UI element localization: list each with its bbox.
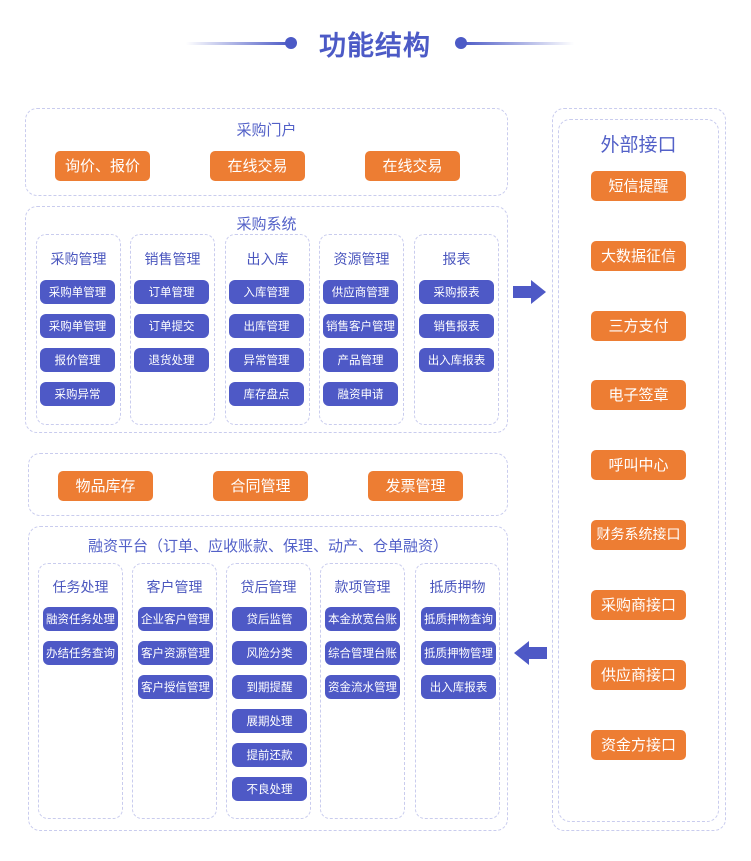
title-decor-line-left xyxy=(186,42,290,45)
principal-ledger-button[interactable]: 本金放宽台账 xyxy=(325,607,400,631)
purchase-report-button[interactable]: 采购报表 xyxy=(419,280,494,304)
column-title: 贷后管理 xyxy=(240,580,297,596)
enterprise-customer-mgmt-button[interactable]: 企业客户管理 xyxy=(138,607,213,631)
return-handling-button[interactable]: 退货处理 xyxy=(134,348,209,372)
quote-mgmt-button[interactable]: 报价管理 xyxy=(40,348,115,372)
column-title: 销售管理 xyxy=(144,252,201,268)
third-party-payment-button[interactable]: 三方支付 xyxy=(591,311,686,341)
purchase-exception-button[interactable]: 采购异常 xyxy=(40,382,115,406)
outbound-mgmt-button[interactable]: 出库管理 xyxy=(229,314,304,338)
exception-mgmt-button[interactable]: 异常管理 xyxy=(229,348,304,372)
column-title: 报表 xyxy=(442,252,471,268)
column-title: 资源管理 xyxy=(333,252,390,268)
collateral-mgmt-button[interactable]: 抵质押物管理 xyxy=(421,641,496,665)
purchase-portal-panel: 采购门户 询价、报价 在线交易 在线交易 xyxy=(25,108,508,196)
purchase-order-mgmt-button[interactable]: 采购单管理 xyxy=(40,280,115,304)
page-header: 功能结构 xyxy=(0,18,751,68)
purchase-system-title: 采购系统 xyxy=(236,215,297,233)
sms-reminder-button[interactable]: 短信提醒 xyxy=(591,171,686,201)
completed-task-query-button[interactable]: 办结任务查询 xyxy=(43,641,118,665)
finance-platform-panel: 融资平台（订单、应收账款、保理、动产、仓单融资） xyxy=(28,526,508,831)
risk-classification-button[interactable]: 风险分类 xyxy=(232,641,307,665)
buyer-interface-button[interactable]: 采购商接口 xyxy=(591,590,686,620)
title-decor-line-right xyxy=(462,42,574,45)
supplier-mgmt-button[interactable]: 供应商管理 xyxy=(323,280,398,304)
online-trade-button-1[interactable]: 在线交易 xyxy=(210,151,305,181)
purchase-order-mgmt-button-2[interactable]: 采购单管理 xyxy=(40,314,115,338)
column-payment-management: 款项管理 本金放宽台账 综合管理台账 资金流水管理 xyxy=(320,563,405,819)
call-center-button[interactable]: 呼叫中心 xyxy=(591,450,686,480)
financing-task-button[interactable]: 融资任务处理 xyxy=(43,607,118,631)
column-title: 出入库 xyxy=(246,252,289,268)
early-repayment-button[interactable]: 提前还款 xyxy=(232,743,307,767)
column-title: 采购管理 xyxy=(50,252,107,268)
customer-resource-mgmt-button[interactable]: 客户资源管理 xyxy=(138,641,213,665)
column-title: 款项管理 xyxy=(334,580,391,596)
inbound-mgmt-button[interactable]: 入库管理 xyxy=(229,280,304,304)
arrow-left-icon xyxy=(514,641,547,665)
supplier-interface-button[interactable]: 供应商接口 xyxy=(591,660,686,690)
big-data-credit-button[interactable]: 大数据征信 xyxy=(591,241,686,271)
finance-platform-title: 融资平台（订单、应收账款、保理、动产、仓单融资） xyxy=(87,537,448,555)
title-decor-dot-left xyxy=(285,37,297,49)
extension-handling-button[interactable]: 展期处理 xyxy=(232,709,307,733)
contract-mgmt-button[interactable]: 合同管理 xyxy=(213,471,308,501)
column-resource-management: 资源管理 供应商管理 销售客户管理 产品管理 融资申请 xyxy=(319,234,404,425)
funder-interface-button[interactable]: 资金方接口 xyxy=(591,730,686,760)
due-reminder-button[interactable]: 到期提醒 xyxy=(232,675,307,699)
invoice-mgmt-button[interactable]: 发票管理 xyxy=(368,471,463,501)
bad-debt-handling-button[interactable]: 不良处理 xyxy=(232,777,307,801)
external-interfaces-outer-panel xyxy=(552,108,726,831)
sales-report-button[interactable]: 销售报表 xyxy=(419,314,494,338)
cash-flow-mgmt-button[interactable]: 资金流水管理 xyxy=(325,675,400,699)
purchase-portal-title: 采购门户 xyxy=(236,121,297,139)
order-mgmt-button[interactable]: 订单管理 xyxy=(134,280,209,304)
external-interfaces-title: 外部接口 xyxy=(600,134,677,156)
column-collateral: 抵质押物 抵质押物查询 抵质押物管理 出入库报表 xyxy=(415,563,500,819)
collateral-query-button[interactable]: 抵质押物查询 xyxy=(421,607,496,631)
page-title: 功能结构 xyxy=(319,31,431,62)
column-purchase-management: 采购管理 采购单管理 采购单管理 报价管理 采购异常 xyxy=(36,234,121,425)
column-title: 客户管理 xyxy=(146,580,203,596)
column-title: 任务处理 xyxy=(52,580,109,596)
financing-apply-button[interactable]: 融资申请 xyxy=(323,382,398,406)
online-trade-button-2[interactable]: 在线交易 xyxy=(365,151,460,181)
sales-customer-mgmt-button[interactable]: 销售客户管理 xyxy=(323,314,398,338)
finance-system-interface-button[interactable]: 财务系统接口 xyxy=(591,520,686,550)
column-reports: 报表 采购报表 销售报表 出入库报表 xyxy=(414,234,499,425)
column-sales-management: 销售管理 订单管理 订单提交 退货处理 xyxy=(130,234,215,425)
arrow-right-icon xyxy=(513,280,546,304)
item-inventory-button[interactable]: 物品库存 xyxy=(58,471,153,501)
column-task-handling: 任务处理 融资任务处理 办结任务查询 xyxy=(38,563,123,819)
collateral-inout-report-button[interactable]: 出入库报表 xyxy=(421,675,496,699)
column-customer-management: 客户管理 企业客户管理 客户资源管理 客户授信管理 xyxy=(132,563,217,819)
post-loan-supervision-button[interactable]: 贷后监管 xyxy=(232,607,307,631)
column-inventory-inout: 出入库 入库管理 出库管理 异常管理 库存盘点 xyxy=(225,234,310,425)
inquiry-quote-button[interactable]: 询价、报价 xyxy=(55,151,150,181)
e-signature-button[interactable]: 电子签章 xyxy=(591,380,686,410)
title-decor-dot-right xyxy=(455,37,467,49)
customer-credit-mgmt-button[interactable]: 客户授信管理 xyxy=(138,675,213,699)
purchase-system-panel: 采购系统 xyxy=(25,206,508,433)
middle-modules-panel: 物品库存 合同管理 发票管理 xyxy=(28,453,508,516)
general-ledger-button[interactable]: 综合管理台账 xyxy=(325,641,400,665)
order-submit-button[interactable]: 订单提交 xyxy=(134,314,209,338)
column-title: 抵质押物 xyxy=(429,580,486,596)
column-post-loan-management: 贷后管理 贷后监管 风险分类 到期提醒 展期处理 提前还款 不良处理 xyxy=(226,563,311,819)
stocktaking-button[interactable]: 库存盘点 xyxy=(229,382,304,406)
external-interfaces-panel: 外部接口 短信提醒 大数据征信 三方支付 电子签章 呼叫中心 财务系统接口 采购… xyxy=(558,119,719,822)
inout-report-button[interactable]: 出入库报表 xyxy=(419,348,494,372)
product-mgmt-button[interactable]: 产品管理 xyxy=(323,348,398,372)
